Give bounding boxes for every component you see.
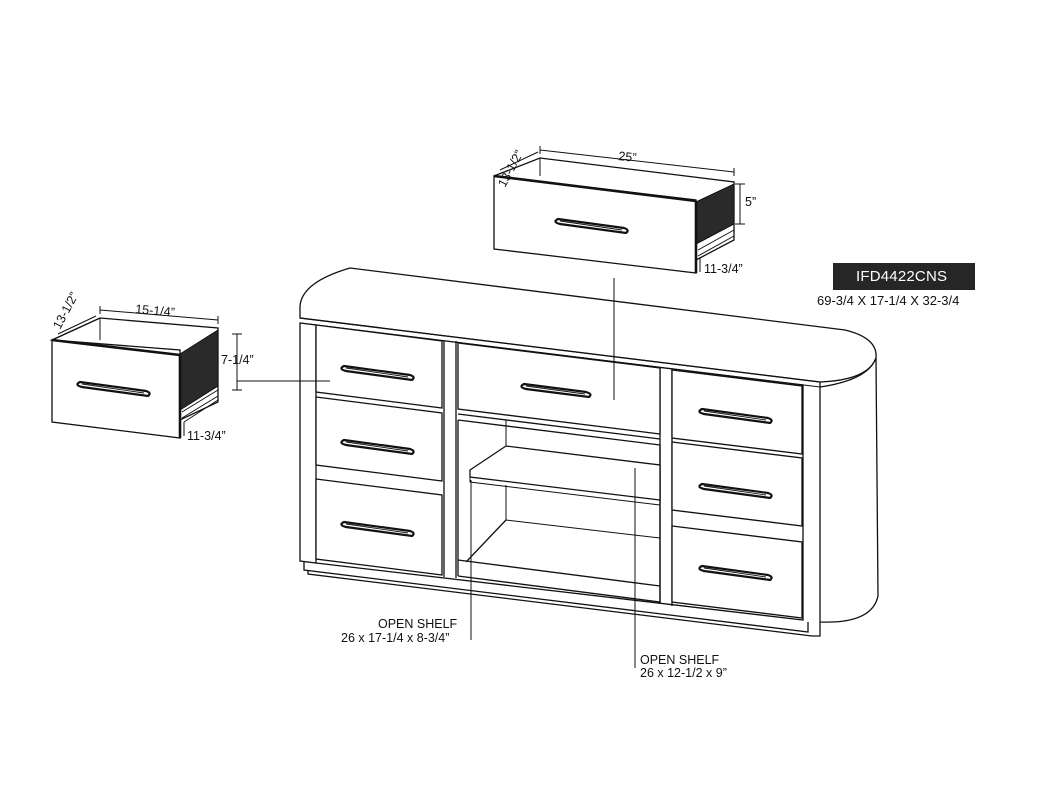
left-drawer-top xyxy=(315,324,443,409)
small-drawer-inset-label: 11-3/4” xyxy=(187,429,226,443)
right-end-panel xyxy=(819,357,879,623)
center-drawer-inset-label: 11-3/4” xyxy=(704,262,743,276)
right-drawer-top-handle xyxy=(698,407,773,425)
left-drawer-stack xyxy=(315,324,443,576)
small-drawer-width-dim xyxy=(99,306,219,324)
open-shelf-opening xyxy=(457,413,661,603)
open-shelf-1-size: 26 x 17-1/4 x 8-3/4” xyxy=(341,631,450,645)
center-section xyxy=(457,342,661,603)
left-drawer-middle-handle xyxy=(340,438,415,456)
right-drawer-middle-handle xyxy=(698,482,773,500)
left-drawer-bottom-handle xyxy=(340,520,415,538)
center-drawer-handle xyxy=(520,382,592,399)
left-drawer-top-handle xyxy=(340,364,415,382)
right-drawer-bottom xyxy=(671,525,803,619)
open-shelf-2-size: 26 x 12-1/2 x 9” xyxy=(640,666,727,680)
small-drawer-depth-dim xyxy=(57,315,97,335)
open-shelf-2-title: OPEN SHELF xyxy=(640,653,720,667)
dresser xyxy=(299,267,879,637)
small-drawer-height-label: 7-1/4” xyxy=(221,353,254,367)
center-drawer-detail xyxy=(493,146,745,400)
dresser-top-edge xyxy=(299,317,821,387)
right-drawer-top xyxy=(671,369,803,455)
small-drawer-width-label: 15-1/4” xyxy=(135,302,176,319)
model-dimensions: 69-3/4 X 17-1/4 X 32-3/4 xyxy=(817,293,960,308)
left-end-panel xyxy=(299,322,317,564)
upper-shelf xyxy=(469,445,661,501)
open-shelf-1-title: OPEN SHELF xyxy=(378,617,458,631)
dresser-top xyxy=(299,267,877,383)
center-drawer-width-label: 25” xyxy=(618,149,637,165)
right-drawer-middle xyxy=(671,441,803,527)
left-drawer-middle xyxy=(315,396,443,482)
dresser-plinth xyxy=(303,561,821,637)
center-drawer-height-label: 5” xyxy=(745,195,756,209)
center-drawer-detail-handle xyxy=(554,217,629,235)
small-drawer-handle xyxy=(76,380,151,398)
center-drawer-height-dim xyxy=(735,183,745,225)
small-drawer-detail xyxy=(49,306,330,439)
right-drawer-stack xyxy=(671,369,803,619)
center-drawer-width-dim xyxy=(539,146,735,176)
right-drawer-bottom-handle xyxy=(698,564,773,582)
model-code-badge: IFD4422CNS xyxy=(833,263,975,290)
center-drawer-depth-dim xyxy=(499,151,539,171)
